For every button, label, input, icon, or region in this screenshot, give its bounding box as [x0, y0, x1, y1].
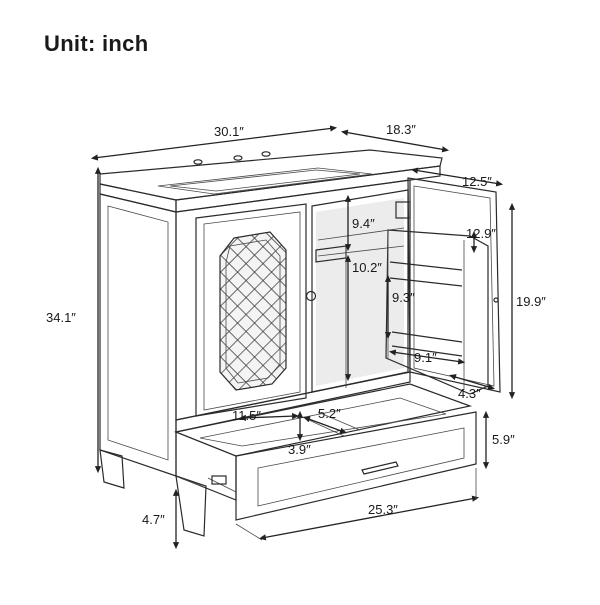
- label-door-shelf-spacing: 9.3″: [392, 290, 415, 305]
- dimension-lines: [90, 125, 516, 550]
- label-upper-shelf: 9.4″: [352, 216, 375, 231]
- label-drawer-height: 5.9″: [492, 432, 515, 447]
- dimension-labels: 30.1″ 18.3″ 34.1″ 12.5″ 12.9″ 19.9″ 9.3″…: [46, 122, 546, 527]
- legs: [99, 449, 207, 537]
- label-depth: 18.3″: [386, 122, 416, 137]
- label-door-shelf-width: 9.1″: [414, 350, 437, 365]
- label-door-shelf-height: 12.9″: [466, 226, 496, 241]
- label-top-width: 30.1″: [214, 124, 244, 139]
- label-door-height: 19.9″: [516, 294, 546, 309]
- unit-title: Unit: inch: [44, 31, 149, 56]
- drawer: [173, 383, 477, 521]
- label-lower-shelf: 10.2″: [352, 260, 382, 275]
- label-door-width: 12.5″: [462, 174, 492, 189]
- label-height: 34.1″: [46, 310, 76, 325]
- label-drawer-compartment-width: 11.5″: [232, 408, 261, 423]
- label-door-shelf-depth: 4.3″: [458, 386, 481, 401]
- label-leg-height: 4.7″: [142, 512, 165, 527]
- cabinet-body: [99, 179, 411, 477]
- label-drawer-compartment-height: 3.9″: [288, 442, 311, 457]
- label-drawer-compartment-depth: 5.2″: [318, 406, 341, 421]
- label-drawer-width: 25.3″: [368, 502, 398, 517]
